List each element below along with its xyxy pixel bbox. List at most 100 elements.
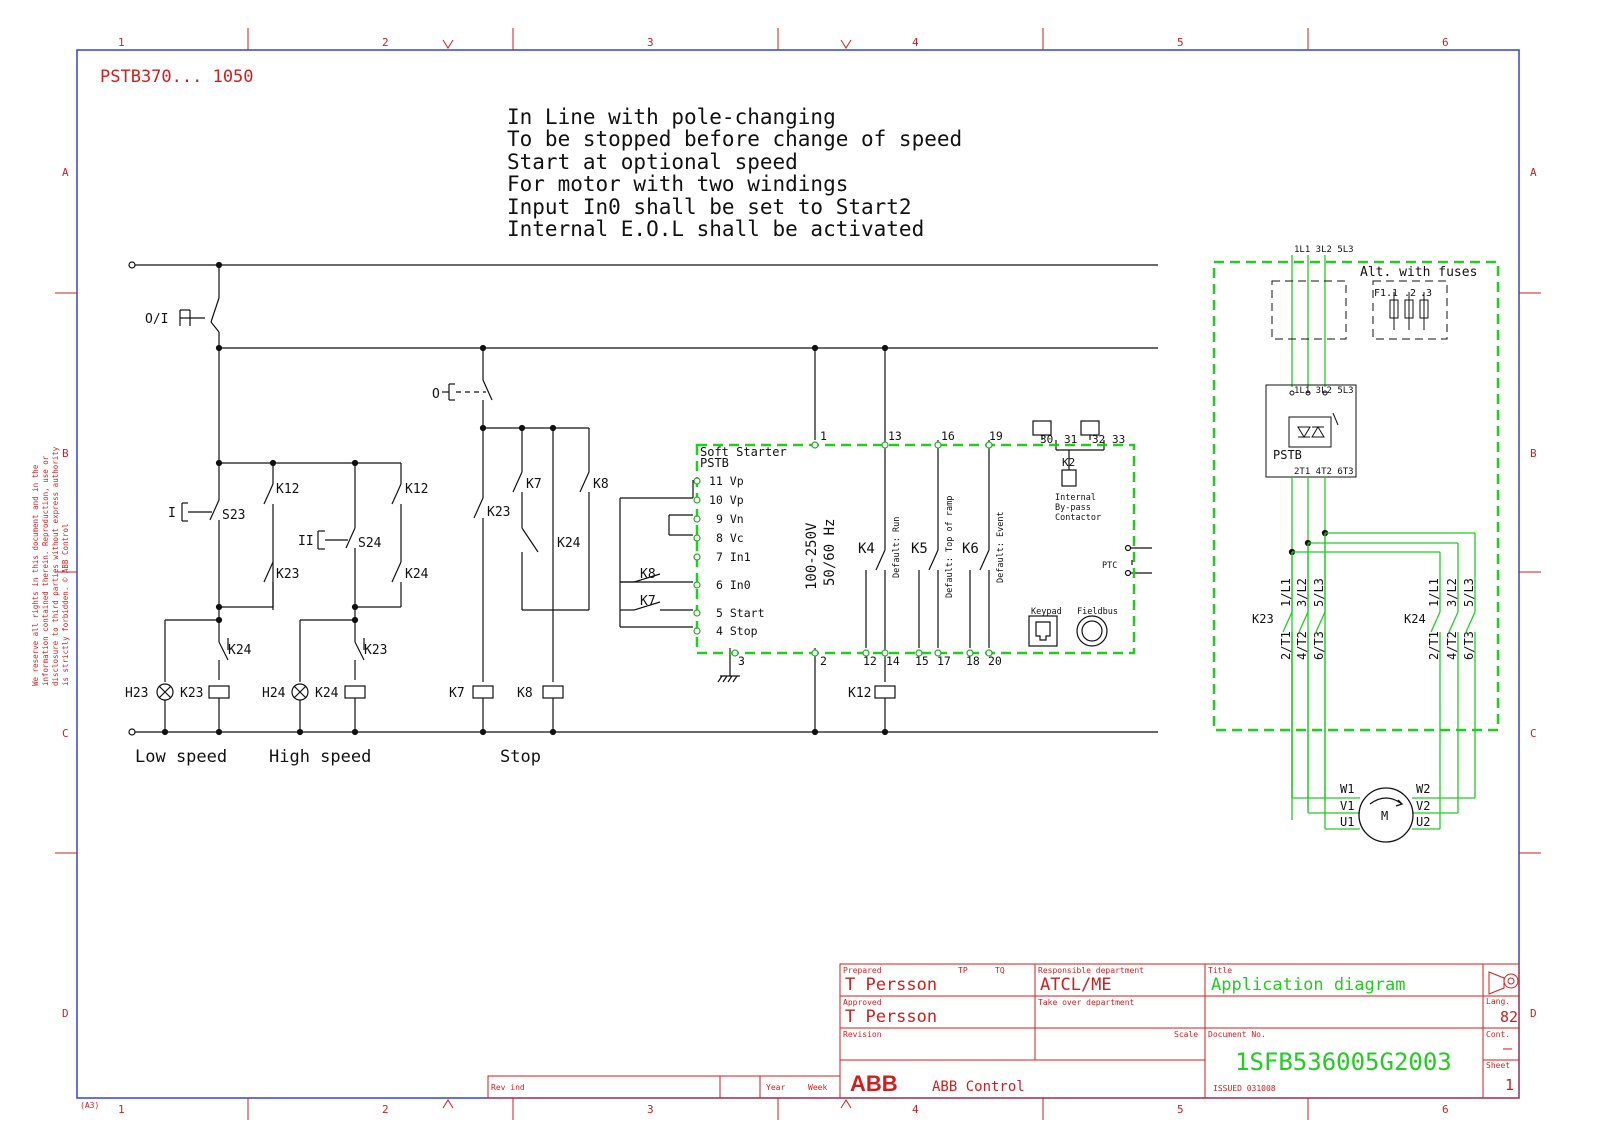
paper-size: (A3) <box>80 1101 99 1110</box>
year-label: Year <box>766 1083 785 1092</box>
winding-label: V2 <box>1416 799 1430 813</box>
scale-label: Scale <box>1174 1030 1198 1039</box>
row-label: A <box>62 166 69 179</box>
approved-by: T Persson <box>845 1007 937 1027</box>
language-code: 82 <box>1500 1008 1518 1026</box>
issued-label: ISSUED 031008 <box>1213 1084 1276 1093</box>
pole-label: 6/T3 <box>1312 631 1326 660</box>
notes: In Line with pole-changing To be stopped… <box>507 105 962 241</box>
sheet-number: 1 <box>1505 1076 1514 1094</box>
s24-label: S24 <box>358 536 382 551</box>
k23-coil-label: K23 <box>180 686 203 701</box>
k24-label: K24 <box>405 567 429 582</box>
col-label: 2 <box>382 1103 389 1116</box>
col-label: 6 <box>1442 36 1449 49</box>
pole-label: 1/L1 <box>1427 578 1441 607</box>
pole-label: 6/T3 <box>1462 631 1476 660</box>
company-name: ABB Control <box>932 1079 1025 1095</box>
center-mark <box>840 1099 852 1109</box>
rev-ind-label: Rev ind <box>491 1083 525 1092</box>
caption-high-speed: High speed <box>269 747 371 767</box>
control-labels: O/I O I II S23 S24 K12 K12 K23 K24 K24 K… <box>125 312 871 701</box>
relay-k4: K4 <box>858 541 875 557</box>
k8-coil-label: K8 <box>517 686 533 701</box>
k7-input-label: K7 <box>640 594 656 609</box>
pole-label: 2/T1 <box>1427 631 1441 660</box>
k24-label: K24 <box>557 536 581 551</box>
input-terminal: 5 Start <box>716 606 765 620</box>
note-line: Start at optional speed <box>507 150 798 174</box>
abb-logo: ABB <box>850 1071 898 1096</box>
keypad-label: Keypad <box>1031 607 1062 617</box>
relay-k6-function: Default: Event <box>996 511 1006 583</box>
continuation: – <box>1503 1039 1513 1057</box>
bypass-terminal: 31 <box>1064 433 1077 446</box>
title-block <box>487 963 1520 1099</box>
pole-label: 5/L3 <box>1312 578 1326 607</box>
note-line: Input In0 shall be set to Start2 <box>507 195 912 219</box>
drawing-title: Application diagram <box>1211 975 1405 995</box>
row-label: D <box>1530 1007 1537 1020</box>
relay-k6: K6 <box>962 541 979 557</box>
k12-label: K12 <box>405 482 428 497</box>
title-label: Title <box>1208 966 1232 975</box>
softstarter-model: PSTB <box>700 456 729 470</box>
bypass-terminal: 32 <box>1092 433 1105 446</box>
caption-low-speed: Low speed <box>135 747 227 767</box>
k7-coil-label: K7 <box>449 686 465 701</box>
k23-label: K23 <box>276 567 299 582</box>
tq-label: TQ <box>995 966 1005 975</box>
row-label: D <box>62 1007 69 1020</box>
terminal-number: 13 <box>888 429 902 443</box>
revision-label: Revision <box>843 1030 882 1039</box>
week-label: Week <box>808 1083 827 1092</box>
k8-label: K8 <box>593 477 609 492</box>
col-label: 2 <box>382 36 389 49</box>
bypass-coil-label: K2 <box>1062 456 1075 469</box>
winding-label: W2 <box>1416 782 1430 796</box>
captions: Low speed High speed Stop <box>135 747 541 767</box>
note-line: Internal E.O.L shall be activated <box>507 217 924 241</box>
col-label: 6 <box>1442 1103 1449 1116</box>
col-label: 3 <box>647 36 654 49</box>
main-switch-label: O/I <box>145 312 168 327</box>
col-label: 3 <box>647 1103 654 1116</box>
k7-label: K7 <box>526 477 542 492</box>
pole-label: 5/L3 <box>1462 578 1476 607</box>
col-label: 1 <box>118 1103 125 1116</box>
terminal-number: 15 <box>915 654 929 668</box>
approved-label: Approved <box>843 998 882 1007</box>
pstb-label: PSTB <box>1273 448 1302 462</box>
terminal-number: 12 <box>863 654 877 668</box>
caption-stop: Stop <box>500 747 541 767</box>
input-terminal: 11 Vp <box>709 474 744 488</box>
ptc-label: PTC <box>1102 561 1117 571</box>
note-line: In Line with pole-changing <box>507 105 836 129</box>
high-button-symbol: II <box>298 534 314 549</box>
power-labels: 1L1 3L2 5L3 Alt. with fuses F1.1 .2 .3 1… <box>1252 245 1477 829</box>
alt-fuses-label: Alt. with fuses <box>1360 265 1477 280</box>
center-mark <box>442 1099 454 1109</box>
k8-input-label: K8 <box>640 567 656 582</box>
winding-label: U1 <box>1340 815 1354 829</box>
k23-label: K23 <box>364 643 387 658</box>
relay-k5-function: Default: Top of ramp <box>945 496 955 598</box>
terminal-number: 14 <box>886 654 900 668</box>
responsible-dept: ATCL/ME <box>1040 975 1112 995</box>
supply-frequency: 50/60 Hz <box>822 519 838 586</box>
winding-label: V1 <box>1340 799 1354 813</box>
control-circuit <box>128 261 1158 736</box>
fieldbus-label: Fieldbus <box>1077 607 1118 617</box>
row-label: B <box>62 447 69 460</box>
pole-label: 1/L1 <box>1279 578 1293 607</box>
winding-label: U2 <box>1416 815 1430 829</box>
h23-label: H23 <box>125 686 148 701</box>
pole-label: 3/L2 <box>1445 578 1459 607</box>
terminal-number: 17 <box>937 654 951 668</box>
k24-coil-label: K24 <box>315 686 339 701</box>
col-label: 1 <box>118 36 125 49</box>
supply-terminals: 1L1 3L2 5L3 <box>1294 245 1354 255</box>
bypass-terminal: 33 <box>1112 433 1125 446</box>
